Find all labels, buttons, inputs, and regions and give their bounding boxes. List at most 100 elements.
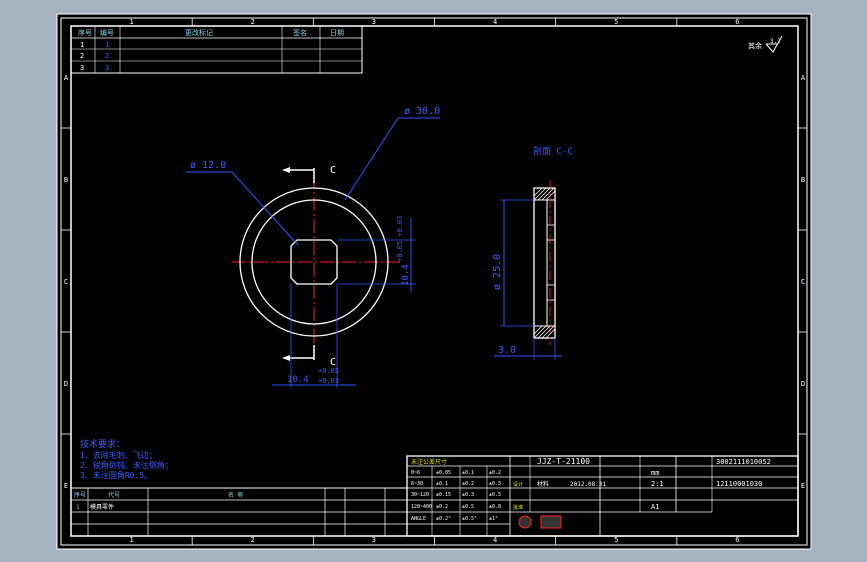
dim-vertical-value: 10.4 (401, 264, 411, 286)
part-number: 12110001030 (716, 480, 762, 488)
rev-row3-code: 3 (105, 64, 109, 72)
scale-value: 2:1 (651, 480, 664, 488)
zone-column-label: 4 (493, 18, 497, 26)
tol-row1-a: ±0.05 (436, 470, 451, 476)
tol-row2-c: ±0.3 (489, 481, 501, 487)
dim-vertical-tol: +0.05 +0.03 (396, 216, 404, 262)
tol-row5-a: ±0.2° (436, 516, 451, 522)
roughness-value: 3.2 (770, 38, 781, 45)
tol-row4-b: ±0.5 (462, 504, 474, 510)
zone-row-label: B (64, 176, 68, 184)
projection-symbol-circle (518, 515, 532, 529)
date-value: 2012.08.31 (570, 481, 607, 488)
zone-row-label: D (801, 380, 805, 388)
section-view-label: 剖面 C-C (533, 145, 573, 157)
tol-row1-range: 0~6 (411, 470, 420, 476)
rev-header-date: 日期 (330, 29, 344, 37)
tol-row4-a: ±0.2 (436, 504, 448, 510)
zone-column-label: 5 (614, 18, 618, 26)
section-view: 剖面 C-C ø 25.0 3.0 (492, 145, 573, 360)
tech-note-3: 3、未注圆角R0.5。 (80, 470, 152, 480)
material-label: 材料 (537, 480, 549, 488)
tol-row5-c: ±1° (489, 516, 498, 522)
projection-symbol-cone (540, 515, 562, 529)
rev-row1-no: 1 (80, 41, 84, 49)
rev-header-mark: 更改标记 (185, 28, 213, 37)
outer-frame (60, 17, 808, 546)
tol-row2-b: ±0.2 (462, 481, 474, 487)
revision-table: 序号 编号 更改标记 签名 日期 1 1 2 2 3 3 (70, 25, 363, 74)
dim-section-diameter: ø 25.0 (492, 254, 503, 290)
dim-hole-dia: ø 12.0 (190, 160, 226, 171)
parts-row1-no: 1 (76, 504, 80, 511)
tol-row3-c: ±0.5 (489, 492, 501, 498)
zone-column-label: 5 (614, 536, 618, 544)
tol-row3-a: ±0.15 (436, 492, 451, 498)
tol-row2-a: ±0.1 (436, 481, 448, 487)
designer-label: 设计 (513, 481, 523, 488)
unit-value: mm (651, 469, 659, 477)
front-view: C C ø 30.0 ø 12.0 10.4 +0.05 +0.03 10.4 … (186, 106, 440, 388)
sheet-size: A1 (651, 503, 659, 511)
dim-horizontal-value: 10.4 (287, 375, 309, 385)
tol-row4-range: 120~400 (411, 504, 432, 510)
tol-row3-b: ±0.3 (462, 492, 474, 498)
rev-row3-no: 3 (80, 64, 84, 72)
rev-header-code: 编号 (100, 28, 114, 37)
section-mark-bottom: C (330, 357, 336, 368)
parts-header-code: 代号 (108, 491, 120, 499)
zone-row-label: E (801, 482, 805, 490)
tol-row3-range: 30~120 (411, 492, 429, 498)
section-mark-top: C (330, 165, 336, 176)
tol-row1-b: ±0.1 (462, 470, 474, 476)
paper (56, 13, 812, 550)
zone-column-label: 4 (493, 536, 497, 544)
dim-section-thickness: 3.0 (498, 345, 516, 356)
zone-column-label: 6 (735, 18, 739, 26)
rev-row1-code: 1 (105, 41, 109, 49)
parts-header-no: 序号 (74, 491, 86, 499)
tol-row2-range: 6~30 (411, 481, 423, 487)
roughness-symbol: 其余 3.2 (748, 35, 783, 53)
inner-circle (251, 199, 377, 325)
zone-column-label: 3 (372, 536, 376, 544)
zone-row-label: C (64, 278, 68, 286)
rev-row2-no: 2 (80, 52, 84, 60)
zone-column-label: 6 (735, 536, 739, 544)
tolerance-header: 未注公差尺寸 (411, 458, 447, 466)
zone-row-label: A (64, 74, 69, 82)
zone-column-label: 2 (251, 536, 255, 544)
zone-column-label: 2 (251, 18, 255, 26)
tol-row5-range: ANGLE (411, 516, 426, 522)
zone-row-label: D (64, 380, 68, 388)
rev-header-no: 序号 (78, 28, 92, 37)
zone-column-label: 1 (129, 18, 133, 26)
rev-header-sign: 签名 (293, 28, 307, 37)
tech-note-1: 1、去除毛刺、飞边； (80, 450, 157, 460)
dim-horizontal-tol-lower: +0.03 (318, 377, 339, 385)
zone-row-label: A (801, 74, 806, 82)
zone-row-label: B (801, 176, 805, 184)
zone-column-label: 1 (129, 536, 133, 544)
tech-notes-title: 技术要求： (80, 438, 125, 450)
zone-column-label: 3 (372, 18, 376, 26)
title-block: 未注公差尺寸 JJZ-T-21100 3002111010052 1211000… (406, 455, 799, 537)
code-right: 3002111010052 (716, 458, 771, 466)
tol-row5-b: ±0.5° (462, 516, 477, 522)
approver-label: 批准 (513, 504, 523, 511)
tol-row4-c: ±0.8 (489, 504, 501, 510)
drawing-number: JJZ-T-21100 (537, 457, 590, 466)
outer-circle (239, 187, 389, 337)
tol-row1-c: ±0.2 (489, 470, 501, 476)
rev-row2-code: 2 (105, 52, 109, 60)
zone-row-label: E (64, 482, 68, 490)
tech-note-2: 2、锐角倒钝、未注倒角； (80, 460, 173, 470)
parts-row1-code: 模具零件 (90, 503, 114, 511)
center-hole (290, 239, 338, 285)
dim-horizontal-tol-upper: +0.05 (318, 367, 339, 375)
dim-outer-dia: ø 30.0 (404, 106, 440, 117)
roughness-label: 其余 (748, 41, 762, 50)
